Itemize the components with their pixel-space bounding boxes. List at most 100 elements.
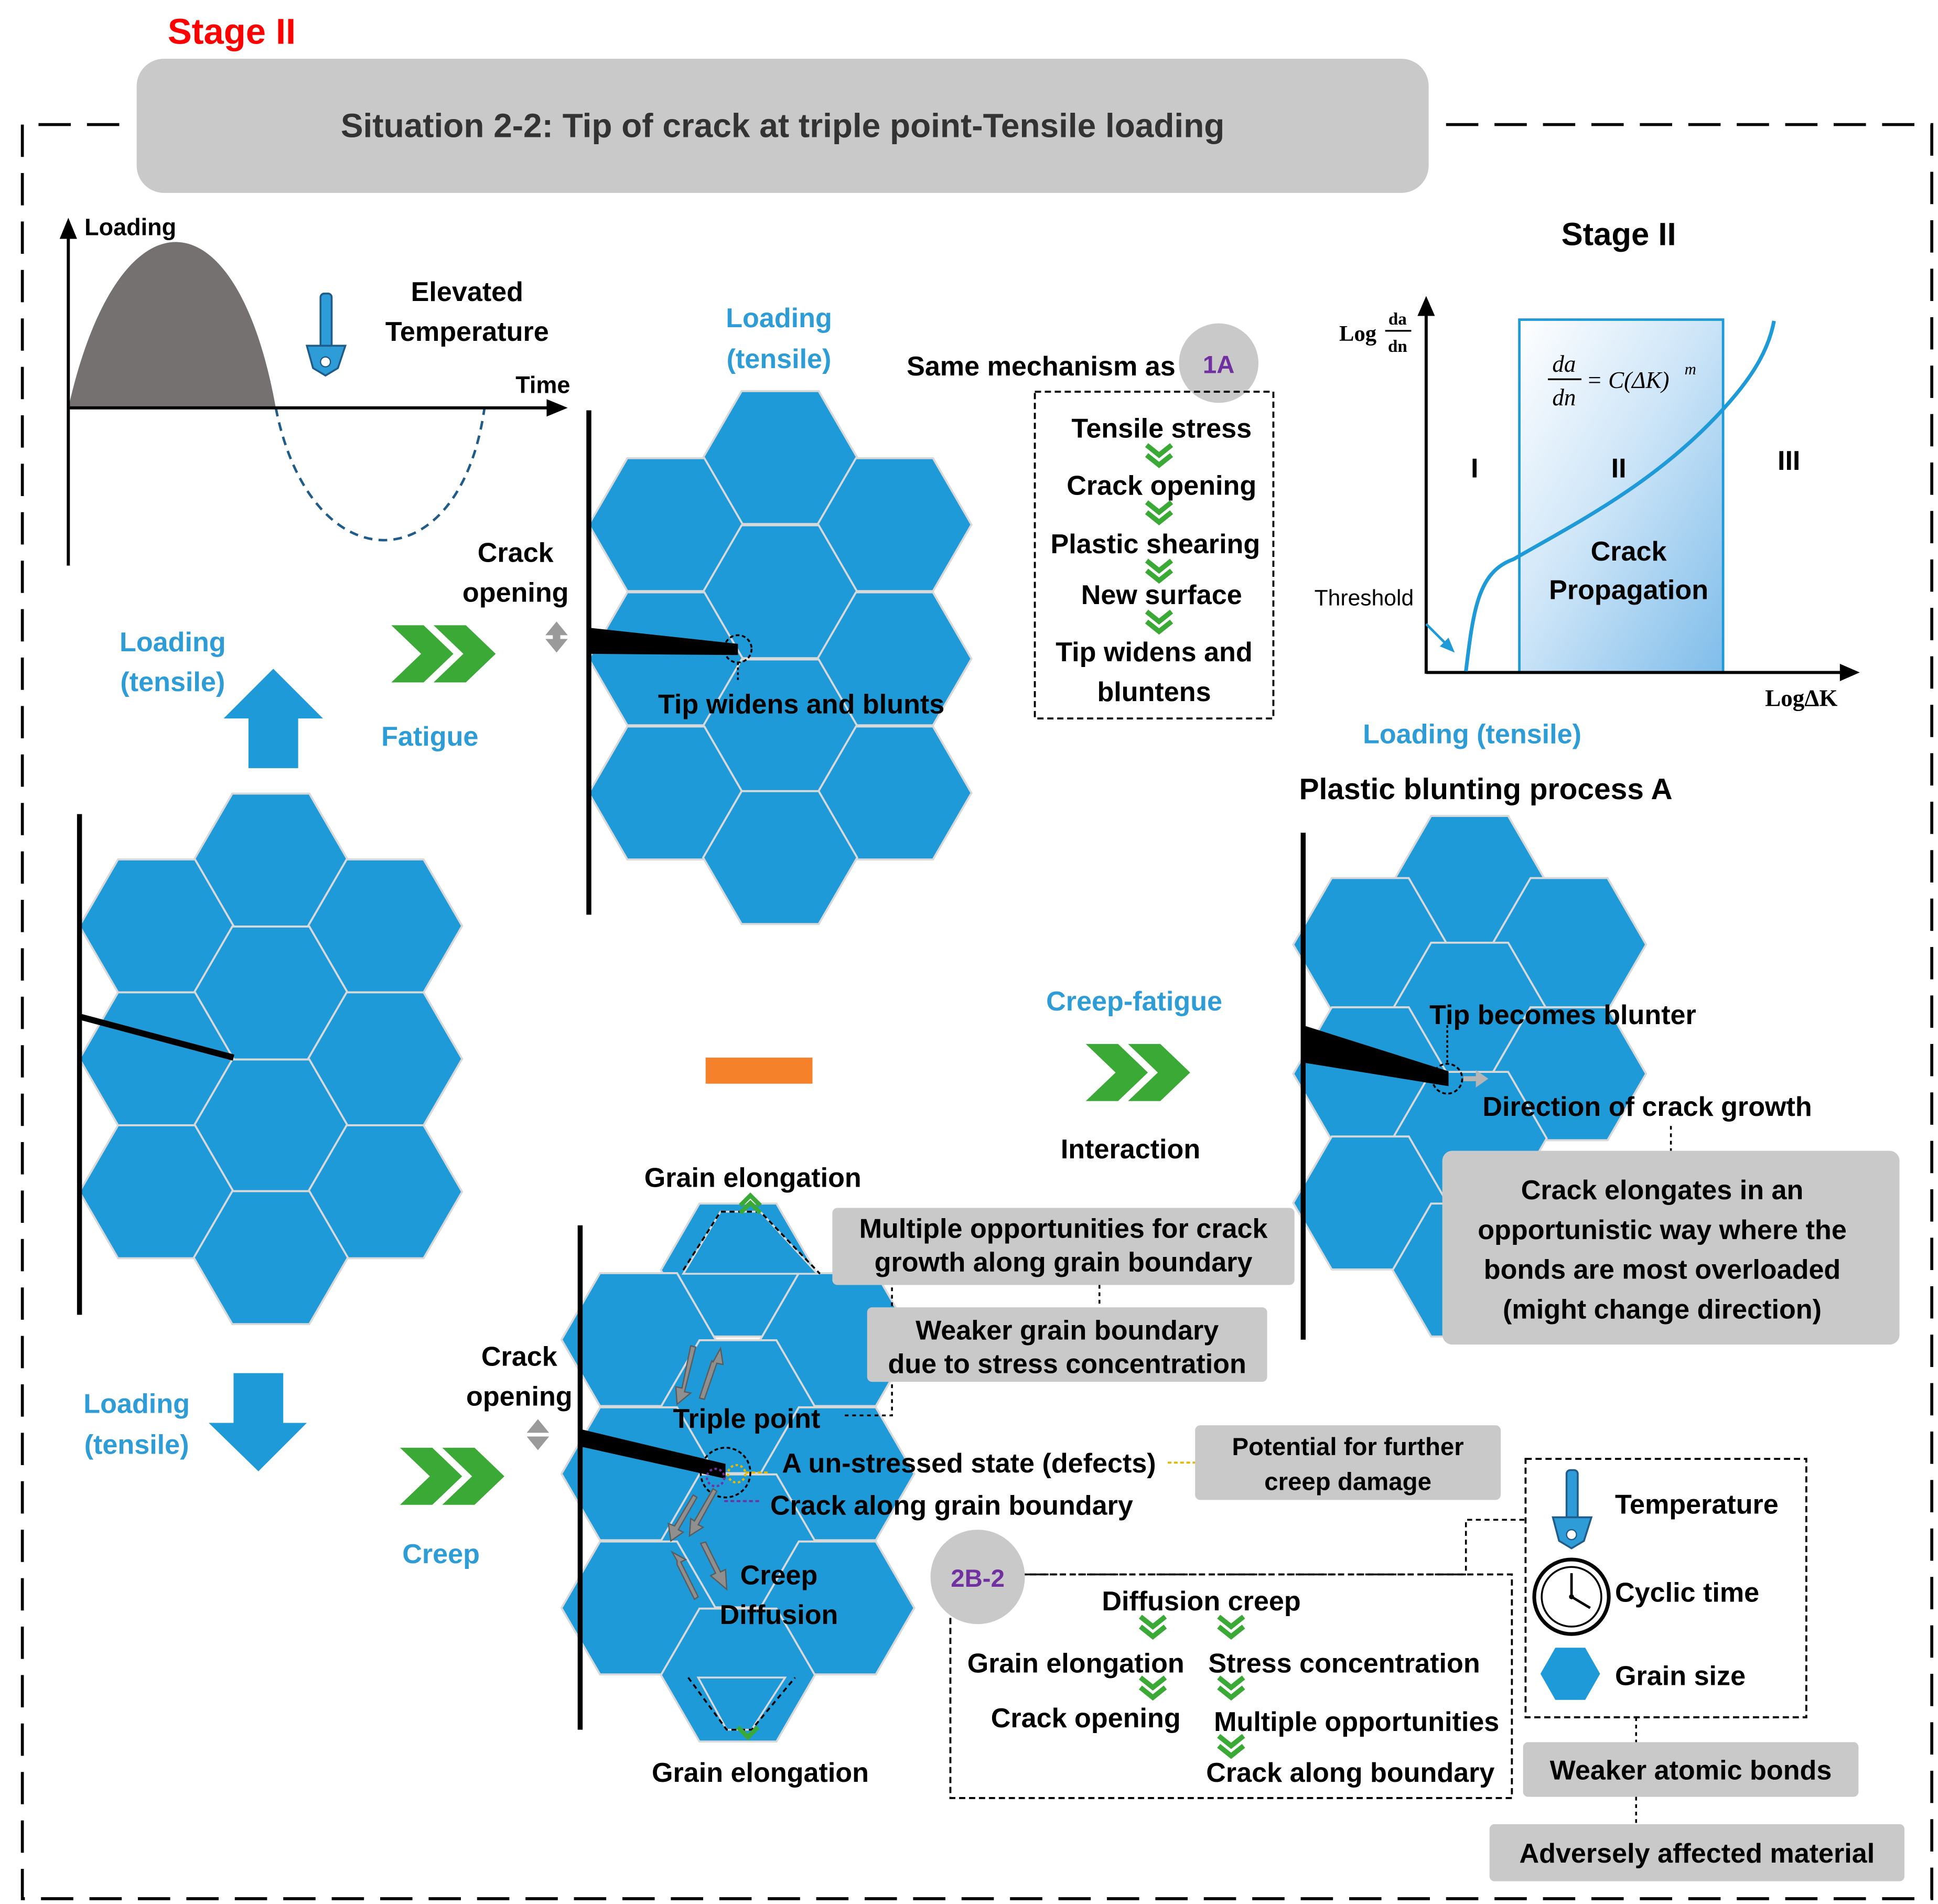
mechanism-step-3: Plastic shearing [1051,529,1261,560]
creep-crack [580,1429,726,1479]
mechanism-step-1: Tensile stress [1071,414,1252,444]
diffusion-right-3: Crack along boundary [1206,1758,1494,1788]
blunting-crack [1303,1025,1449,1087]
banner: Situation 2-2: Tip of crack at triple po… [136,59,1429,193]
temperature-label: Temperature [385,317,549,347]
opportunistic-line-3: bonds are most overloaded [1484,1255,1840,1285]
formula-rhs: = C(ΔK) [1587,367,1670,393]
chart-y-log: Log [1339,321,1376,346]
factor-grain-size: Grain size [1615,1661,1746,1691]
creep-diffusion-label-1: Creep [740,1560,818,1590]
banner-title: Situation 2-2: Tip of crack at triple po… [341,106,1224,144]
mechanism-step-2: Crack opening [1067,471,1256,501]
weaker-line-1: Weaker grain boundary [916,1316,1219,1346]
opportunistic-line-4: (might change direction) [1503,1294,1822,1325]
box-adversely-affected: Adversely affected material [1489,1824,1905,1881]
blunting-loading-label: Loading (tensile) [1363,719,1581,749]
diffusion-right-2: Multiple opportunities [1214,1707,1499,1737]
threshold-label: Threshold [1315,585,1414,610]
elevated-label: Elevated [411,277,523,307]
tip-blunter-label: Tip becomes blunter [1429,1000,1696,1030]
creep-crack-label: Crack [481,1341,558,1372]
opportunistic-box: Crack elongates in an opportunistic way … [1442,1150,1900,1345]
formula-exp: m [1685,360,1696,378]
region-2-label: II [1611,453,1627,483]
direction-label: Direction of crack growth [1482,1092,1812,1122]
fatigue-grain-cluster [586,390,973,926]
grain-elongation-top: Grain elongation [644,1163,862,1193]
box-potential-damage: Potential for further creep damage [1195,1425,1501,1500]
creep-double-arrow-icon [526,1419,550,1450]
double-arrow-icon [545,621,568,653]
down-chevron-icon [1147,502,1171,522]
blunting-grain-cluster [1292,815,1648,1340]
down-chevron-icon [1147,611,1171,631]
grain-size-icon [1540,1648,1600,1700]
fatigue-loading-tensile: (tensile) [727,344,832,374]
adversely-label: Adversely affected material [1519,1838,1875,1869]
interaction-chevron-icon [1085,1044,1190,1101]
creep-label: Creep [402,1539,480,1569]
down-arrow-icon [209,1373,307,1471]
fatigue-opening-label: opening [462,577,569,608]
down-chevron-icon [1219,1677,1243,1697]
stage-label: Stage II [168,12,296,52]
down-chevron-icon [1219,1736,1243,1756]
badge-2b-2: 2B-2 [930,1530,1025,1625]
diffusion-left-2: Crack opening [991,1703,1181,1734]
chart-y-den: dn [1388,337,1407,356]
outer-dashed-border [20,123,1933,1900]
down-chevron-icon [1147,445,1171,465]
diffusion-right-1: Stress concentration [1208,1649,1480,1679]
fatigue-chevron-icon [391,625,496,683]
loading-up-tensile: (tensile) [120,667,225,697]
region-1-label: I [1471,453,1478,483]
fatigue-crack-label: Crack [478,538,554,568]
factor-temperature: Temperature [1615,1489,1779,1520]
tip-widens-label: Tip widens and blunts [658,690,944,720]
fatigue-label: Fatigue [381,722,478,752]
direction-arrow-icon [1476,1070,1489,1088]
down-chevron-icon [1219,1617,1243,1637]
diffusion-left-1: Grain elongation [967,1649,1185,1679]
factors-box [1524,1458,1807,1718]
thermometer-icon [305,293,347,377]
loading-down-label: Loading [83,1389,190,1419]
box-weaker-boundary: Weaker grain boundary due to stress conc… [867,1307,1267,1382]
formula-den: dn [1552,384,1576,411]
graph-y-label: Loading [84,213,176,240]
potential-line-1: Potential for further [1232,1433,1464,1461]
opportunistic-line-2: opportunistic way where the [1478,1215,1847,1245]
loading-down-tensile: (tensile) [84,1430,189,1460]
triple-point-label: Triple point [673,1404,821,1434]
badge-1a: 1A [1179,323,1259,403]
mechanism-step-6: bluntens [1097,677,1211,707]
box-weaker-bonds: Weaker atomic bonds [1523,1742,1859,1797]
weaker-bonds-label: Weaker atomic bonds [1550,1755,1832,1785]
weaker-line-2: due to stress concentration [888,1349,1246,1380]
chart-x-label: LogΔK [1765,685,1837,711]
region-propagation-label: Propagation [1549,575,1708,606]
diffusion-box [949,1573,1513,1799]
crack-boundary-label: Crack along grain boundary [770,1491,1133,1521]
grain-elongation-bottom: Grain elongation [652,1758,869,1788]
mechanism-step-4: New surface [1081,580,1242,610]
diffusion-title: Diffusion creep [1102,1586,1300,1617]
fatigue-loading-label: Loading [726,303,832,334]
blunting-title: Plastic blunting process A [1299,773,1673,806]
clock-icon [1532,1557,1611,1636]
creep-chevron-icon [400,1447,504,1505]
chart-title: Stage II [1562,216,1676,252]
multiple-line-2: growth along grain boundary [875,1247,1253,1277]
badge-1a-text: 1A [1203,351,1235,379]
box-multiple-opportunities: Multiple opportunities for crack growth … [832,1208,1295,1285]
fatigue-crack [589,628,738,655]
formula-num: da [1552,351,1576,377]
loading-graph: Loading Time Elevated Temperature [59,213,570,566]
down-chevron-icon [1140,1677,1165,1697]
opportunistic-line-1: Crack elongates in an [1521,1175,1804,1206]
graph-x-label: Time [515,371,570,398]
crack-line [79,1013,234,1061]
creep-diffusion-label-2: Diffusion [720,1600,838,1630]
